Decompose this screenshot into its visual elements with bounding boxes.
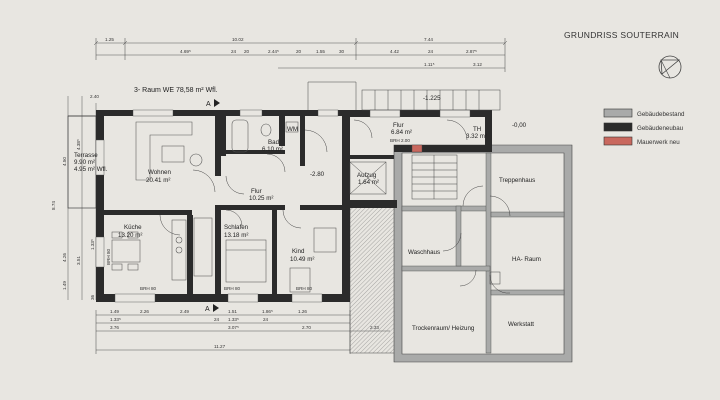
room-th-name: TH bbox=[473, 126, 481, 133]
room-kind-name: Kind bbox=[292, 248, 305, 255]
legend-label-neubau: Gebäudeneubau bbox=[637, 125, 684, 132]
room-kind-area: 10.49 m² bbox=[290, 256, 314, 263]
annotation-brh-4: BRH 80 bbox=[106, 248, 111, 265]
dim-bot1-2: 2.49 bbox=[180, 309, 189, 314]
dim-top2-7: 4.42 bbox=[390, 49, 399, 54]
legend: Gebäudebestand Gebäudeneubau Mauerwerk n… bbox=[603, 108, 685, 146]
dim-bot1-0: 1.49 bbox=[110, 309, 119, 314]
legend-label-bestand: Gebäudebestand bbox=[637, 111, 685, 118]
dim-bot2-2: 1.33⁵ bbox=[228, 317, 239, 322]
legend-swatch-mauerwerk bbox=[603, 136, 633, 146]
room-wohnen-area: 20.41 m² bbox=[146, 177, 170, 184]
unit-label: 3- Raum WE 78,58 m² Wfl. bbox=[134, 87, 218, 94]
dim-bot1-3: 1.51 bbox=[228, 309, 237, 314]
dim-bot3-1: 3.07⁵ bbox=[228, 325, 239, 330]
dim-top2-4: 20 bbox=[296, 49, 302, 54]
dim-top3-3: 1.11⁵ bbox=[424, 62, 435, 67]
dim-top2-3: 2.44⁵ bbox=[268, 49, 279, 54]
dim-left-inner-2: 3.51 bbox=[76, 256, 81, 265]
room-terrasse-area: 9.90 m² bbox=[74, 159, 95, 166]
new-apartment: A A bbox=[67, 81, 501, 313]
room-bad-area: 6.10 m² bbox=[262, 146, 283, 153]
room-treppenhaus-name: Treppenhaus bbox=[499, 177, 535, 184]
room-aufzug-area: 1.64 m² bbox=[358, 179, 379, 186]
dim-bot4-0: 11.27 bbox=[214, 344, 226, 349]
room-ha-raum-name: HA- Raum bbox=[512, 256, 541, 263]
annotation-brh-1: BRH 80 bbox=[140, 286, 157, 291]
room-kueche-name: Küche bbox=[124, 224, 142, 231]
legend-label-mauerwerk: Mauerwerk neu bbox=[637, 139, 680, 146]
room-terrasse-name: Terrasse bbox=[74, 152, 98, 159]
dim-bot2-0: 1.33⁵ bbox=[110, 317, 121, 322]
room-waschhaus-name: Waschhaus bbox=[408, 249, 440, 256]
dim-left-1: 4.50 bbox=[62, 157, 67, 166]
room-schlafen-area: 13.18 m² bbox=[224, 232, 248, 239]
dim-top-1: 1.25 bbox=[105, 37, 114, 42]
room-flur-top-area: 6.84 m² bbox=[391, 129, 412, 136]
room-flur-center-area: 10.25 m² bbox=[249, 195, 273, 202]
legend-swatch-neubau bbox=[603, 122, 633, 132]
dim-top2-8: 24 bbox=[428, 49, 434, 54]
dim-bot2-1: 24 bbox=[214, 317, 220, 322]
north-arrow-icon bbox=[658, 55, 682, 79]
room-trockenraum-name: Trockenraum/ Heizung bbox=[412, 325, 475, 332]
room-wohnen-name: Wohnen bbox=[148, 169, 171, 176]
room-wm-name: WM bbox=[287, 126, 298, 133]
annotation-brh-3: BRH 80 bbox=[296, 286, 313, 291]
dim-top2-1: 24 bbox=[231, 49, 237, 54]
dim-top2-2: 20 bbox=[244, 49, 250, 54]
dim-top2-6: 30 bbox=[339, 49, 345, 54]
dim-left-inner-3: 1.33⁵ bbox=[90, 239, 95, 250]
existing-building: Treppenhaus Waschhaus HA- Raum Trockenra… bbox=[349, 144, 573, 363]
room-flur-top-name: Flur bbox=[393, 122, 404, 129]
room-labels: 3- Raum WE 78,58 m² Wfl. Terrasse 9.90 m… bbox=[74, 87, 527, 291]
room-werkstatt-name: Werkstatt bbox=[508, 321, 534, 328]
dim-left-inner-4: 36 bbox=[90, 294, 95, 300]
dim-bot1-1: 2.26 bbox=[140, 309, 149, 314]
dimension-lines-top: 1.25 10.02 7.44 4.69⁵ 24 20 2.44⁵ 20 1.5… bbox=[93, 37, 508, 72]
plan-title: GRUNDRISS SOUTERRAIN bbox=[564, 30, 679, 40]
room-th-area: 3.32 m² bbox=[466, 133, 487, 140]
dim-bot2-3: 24 bbox=[263, 317, 269, 322]
dim-bot1-4: 1.86⁵ bbox=[262, 309, 273, 314]
dim-bot3-2: 2.70 bbox=[302, 325, 311, 330]
room-terrasse-wfl: 4.95 m² Wfl. bbox=[74, 166, 108, 173]
level-th: -0,00 bbox=[512, 122, 527, 129]
dim-top-2: 10.02 bbox=[232, 37, 244, 42]
dim-bot3-0: 3.76 bbox=[110, 325, 119, 330]
dim-top3-4: 3.12 bbox=[473, 62, 482, 67]
dim-top2-0: 4.69⁵ bbox=[180, 49, 191, 54]
room-bad-name: Bad bbox=[268, 139, 280, 146]
section-mark-bottom: A bbox=[205, 306, 210, 313]
dim-left-inner-1: 4.38⁵ bbox=[76, 139, 81, 150]
dim-bot1-5: 1.26 bbox=[298, 309, 307, 314]
dim-top-3: 7.44 bbox=[424, 37, 433, 42]
room-aufzug-name: Aufzug bbox=[357, 172, 377, 179]
dim-left-top: 2.40 bbox=[90, 94, 99, 99]
annotation-brh-flur: BRH 2.00 bbox=[390, 138, 410, 143]
dim-left-2: 8.74 bbox=[51, 201, 56, 210]
annotation-brh-2: BRH 80 bbox=[224, 286, 241, 291]
dim-top2-5: 1.55 bbox=[316, 49, 325, 54]
section-mark-top: A bbox=[206, 101, 211, 108]
level-flur-mid: -2.80 bbox=[310, 171, 325, 178]
dim-left-3: 4.26 bbox=[62, 253, 67, 262]
room-flur-center-name: Flur bbox=[251, 188, 262, 195]
level-flur-top: -1.225 bbox=[423, 95, 441, 102]
legend-swatch-bestand bbox=[603, 108, 633, 118]
dim-left-4: 1.49 bbox=[62, 281, 67, 290]
dim-top2-9: 2.87⁵ bbox=[466, 49, 477, 54]
room-kueche-area: 13.20 m² bbox=[118, 232, 142, 239]
room-schlafen-name: Schlafen bbox=[224, 224, 249, 231]
